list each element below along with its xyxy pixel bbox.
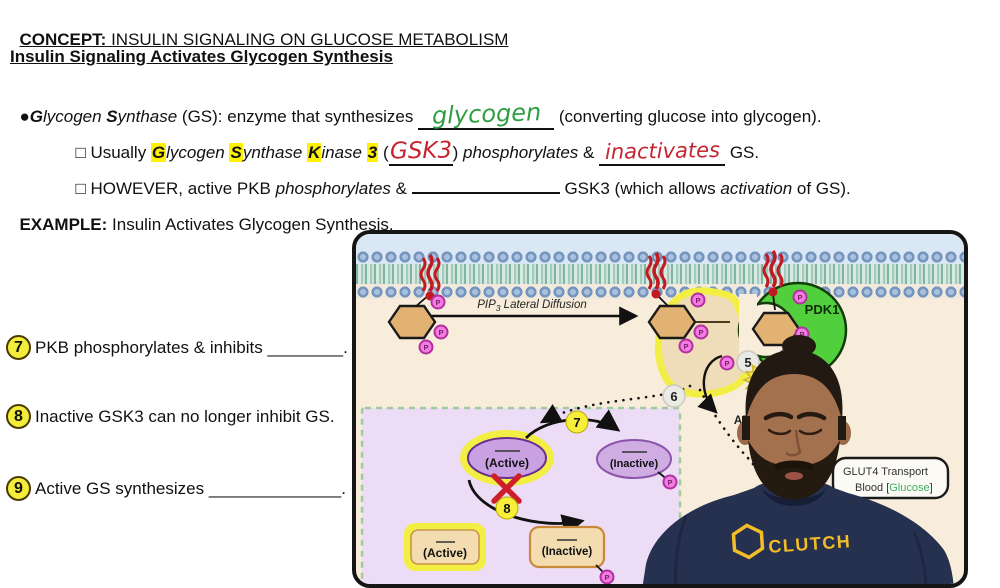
pathway-art: P PIP3 Lateral Diffusion P [360,249,954,584]
phosphate-icon [792,289,808,305]
step-7-text: PKB phosphorylates & inhibits ________. [35,337,348,357]
instructor-eyebrows [763,411,827,421]
svg-text:6: 6 [670,389,677,404]
pip3-left-head [387,304,437,340]
gs-active-label: (Active) [423,546,467,560]
concept-heading: CONCEPT: INSULIN SIGNALING ON GLUCOSE ME… [10,8,508,51]
phosphate-icon [690,292,706,308]
phosphate-icon [662,474,678,490]
membrane-bead-row-top [356,249,964,264]
step-9-badge: 9 [6,476,31,501]
pkb-signal-dotted-left [539,384,692,424]
phosphate-icon [418,339,434,355]
instructor-face [746,366,842,482]
example-label: EXAMPLE: [19,215,108,235]
gsk3-inactive-ellipse [596,439,672,479]
gs-inactive-label: (Inactive) [542,546,593,558]
phosphate-icon [693,324,709,340]
step-8-badge: 8 [6,404,31,429]
svg-text:8: 8 [503,501,510,516]
pip3-mid-head [647,304,697,340]
phosphate-icon [678,338,694,354]
instructor-shirt [642,483,954,584]
instructor-hair [745,350,843,420]
inactivates-blank: inactivates [599,138,726,166]
pip3-mid-tail-icon [645,251,667,301]
instructor-beard [748,440,840,500]
instructor-mouth [785,472,803,480]
instructor-mustache [774,460,814,471]
pkb-signal-dotted-right [698,388,766,484]
concept-title: INSULIN SIGNALING ON GLUCOSE METABOLISM [106,30,509,50]
extracellular-space [356,234,964,250]
sideburn [742,416,750,440]
instructor-eyes-closed [767,428,823,436]
bullet-glycogen-synthase: ●Glycogen Synthase (GS): enzyme that syn… [19,98,822,131]
instructor-webcam: CLUTCH [642,335,954,584]
clutch-hexagon-icon [731,523,765,560]
highlight-g: G [150,143,167,163]
highlight-s: S [229,143,243,163]
step-8-badge [495,496,519,520]
pip3-left-tail-icon [419,253,441,303]
section-subtitle: Insulin Signaling Activates Glycogen Syn… [10,47,393,66]
phosphate-icon [433,324,449,340]
phosphate-icon [430,294,446,310]
glut4-line2: Blood [Glucose] [855,482,933,494]
instructor-hair-bun [782,335,816,357]
pdk1-notch-open [739,294,757,366]
step-8-text: Inactive GSK3 can no longer inhibit GS. [35,406,335,426]
gsk3-active-label: (Active) [485,456,529,470]
bullet-pkb: □ HOWEVER, active PKB phosphorylates & G… [75,179,851,199]
phosphate-icon [599,569,615,584]
glut4-line1: GLUT4 Transport [843,466,928,478]
phosphate-icon [719,355,735,371]
diagram-panel: P PIP3 Lateral Diffusion P [352,230,968,588]
instructor-nose [785,429,802,457]
gsk3-active-ellipse [467,437,547,479]
sideburn [838,416,846,440]
pdk1-label: PDK1 [805,302,840,317]
blocked-x-icon [491,473,522,504]
step-9-text: Active GS synthesizes ______________. [35,478,346,498]
step-7-badge: 7 [6,335,31,360]
svg-text:7: 7 [573,415,580,430]
glut4-box [831,456,950,500]
pkb-blank [411,192,560,195]
glycogen-blank: glycogen [418,98,555,130]
highlight-3: 3 [366,143,379,163]
gsk3-inactive-label: (Inactive) [610,458,659,470]
bullet-gsk3: □ Usually Glycogen Synthase Kinase 3 (GS… [75,137,760,166]
shirt-collar [762,488,826,506]
step-7-badge [565,410,589,434]
bullet-marker: ● [19,107,30,127]
pip3-right-linker [772,293,776,311]
example-heading: EXAMPLE: Insulin Activates Glycogen Synt… [19,215,394,235]
step-6-badge [662,384,686,408]
highlight-k: K [307,143,322,163]
atp-adp-arrow [697,354,723,414]
svg-text:5: 5 [744,355,751,370]
lateral-diffusion-label: PIP3 Lateral Diffusion [477,299,587,313]
concept-label: CONCEPT: [19,30,107,50]
gsk3-blank: GSK3 [388,138,453,166]
